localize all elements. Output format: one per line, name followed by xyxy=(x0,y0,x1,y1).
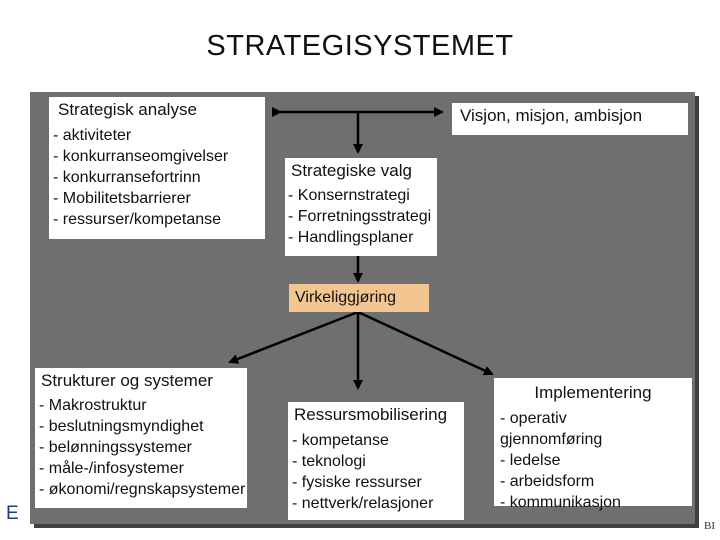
resources-box: Ressursmobilisering - kompetanse - tekno… xyxy=(288,402,464,520)
realization-to-structures-arrow xyxy=(228,310,359,364)
strategic-analysis-heading: Strategisk analyse xyxy=(58,100,197,119)
list-item: - konkurransefortrinn xyxy=(53,169,201,186)
realization-to-implementation-arrow xyxy=(357,310,494,376)
list-item: - økonomi/regnskapsystemer xyxy=(39,481,246,498)
list-item: gjennomføring xyxy=(500,431,603,448)
list-item: - ledelse xyxy=(500,452,561,469)
list-item: - arbeidsform xyxy=(500,473,595,490)
structures-heading: Strukturer og systemer xyxy=(41,371,213,390)
strategic-choices-heading: Strategiske valg xyxy=(291,161,412,180)
list-item: - Konsernstrategi xyxy=(288,187,410,204)
vision-box: Visjon, misjon, ambisjon xyxy=(452,103,688,135)
bi-logo: BI xyxy=(704,520,715,532)
edge-letter: E xyxy=(6,503,19,524)
list-item: - måle-/infosystemer xyxy=(39,460,184,477)
structures-box: Strukturer og systemer - Makrostruktur -… xyxy=(35,368,247,508)
list-item: - Makrostruktur xyxy=(39,397,147,414)
list-item: - teknologi xyxy=(292,453,366,470)
list-item: - ressurser/kompetanse xyxy=(53,211,222,228)
list-item: - belønningssystemer xyxy=(39,439,192,456)
list-item: - kommunikasjon xyxy=(500,494,621,511)
list-item: - aktiviteter xyxy=(53,127,132,144)
implementation-box: Implementering - operativ gjennomføring … xyxy=(494,378,692,511)
list-item: - beslutningsmyndighet xyxy=(39,418,204,435)
list-item: - operativ xyxy=(500,410,567,427)
strategic-choices-box: Strategiske valg - Konsernstrategi - For… xyxy=(285,158,437,256)
realization-label: Virkeliggjøring xyxy=(289,284,429,312)
vision-heading: Visjon, misjon, ambisjon xyxy=(460,106,643,125)
page-title: STRATEGISYSTEMET xyxy=(206,30,514,62)
resources-heading: Ressursmobilisering xyxy=(294,405,448,424)
strategic-analysis-box: Strategisk analyse - aktiviteter - konku… xyxy=(49,97,265,239)
list-item: - Handlingsplaner xyxy=(288,229,414,246)
list-item: - fysiske ressurser xyxy=(292,474,422,491)
implementation-heading: Implementering xyxy=(534,383,652,402)
list-item: - Mobilitetsbarrierer xyxy=(53,190,191,207)
list-item: - nettverk/relasjoner xyxy=(292,495,434,512)
list-item: - Forretningsstrategi xyxy=(288,208,432,225)
list-item: - konkurranseomgivelser xyxy=(53,148,229,165)
list-item: - kompetanse xyxy=(292,432,389,449)
